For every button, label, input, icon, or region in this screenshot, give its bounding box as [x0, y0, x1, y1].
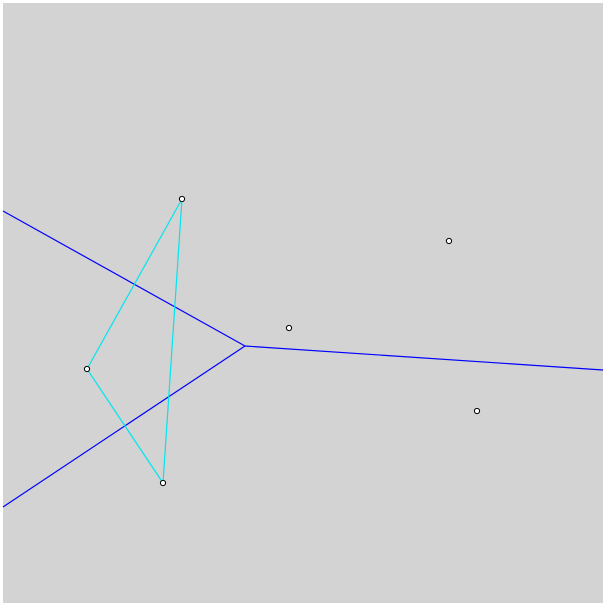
boundary-line-lower-left: [2, 345, 246, 508]
site-point: [285, 324, 293, 332]
triangle-edges: [86, 198, 183, 484]
site-point: [159, 479, 167, 487]
site-point: [83, 365, 91, 373]
triangle-edge-top-to-left: [86, 198, 183, 370]
site-point: [473, 407, 481, 415]
site-points: [83, 195, 481, 487]
boundary-line-upper-left: [2, 210, 246, 347]
canvas-background: [3, 3, 603, 603]
site-point: [178, 195, 186, 203]
site-point: [445, 237, 453, 245]
boundary-line-right: [244, 345, 604, 371]
boundary-lines: [2, 210, 604, 508]
triangle-edge-bottom-to-top: [162, 198, 183, 484]
triangle-edge-left-to-bottom: [86, 368, 164, 484]
